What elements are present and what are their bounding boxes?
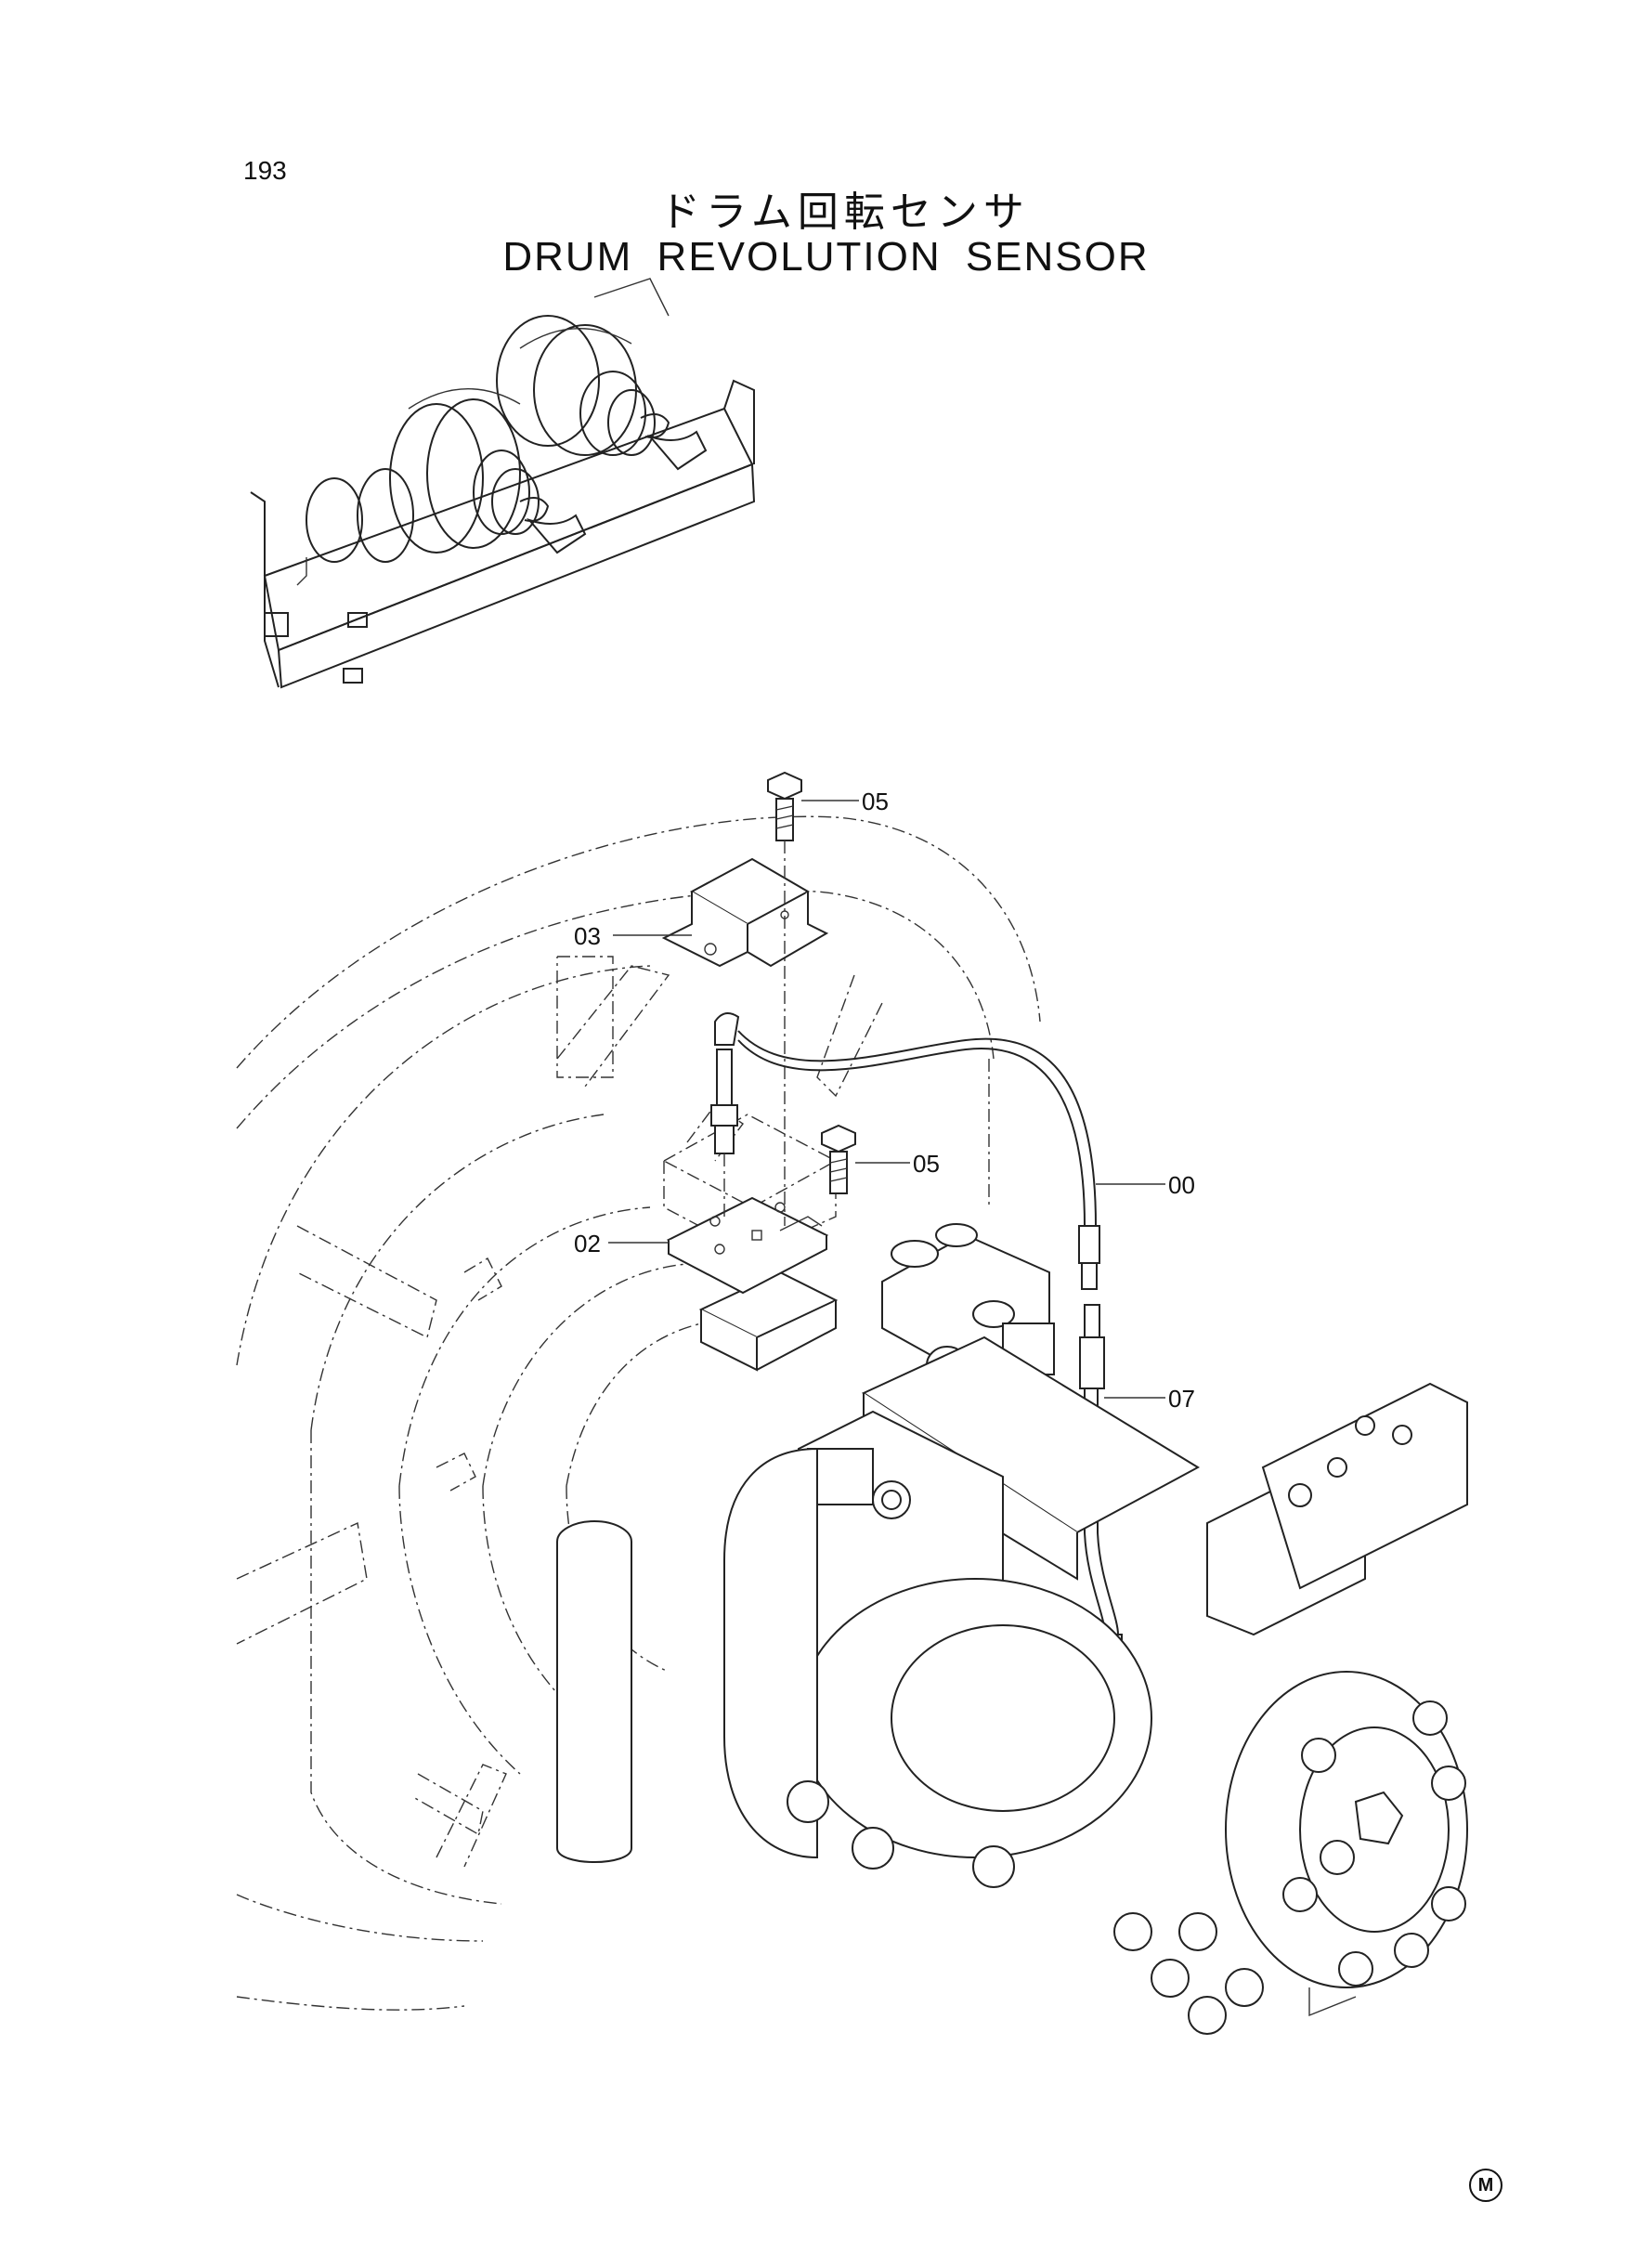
sensor-part [710,1012,1100,1290]
bolt-top-part [767,771,802,1226]
callout-bolt-top: 05 [862,788,889,815]
sensor-mount-block [662,1114,839,1372]
callouts: 05 03 05 00 02 07 [574,788,1195,1413]
callout-sensor-cable: 00 [1168,1171,1195,1199]
callout-plate: 02 [574,1230,601,1257]
bolt-mid-part [821,1124,856,1194]
corner-mark: M [1469,2169,1502,2202]
page-title-english: DRUM REVOLUTION SENSOR [502,234,1150,280]
page-title-japanese: ドラム回転センサ [659,189,1030,236]
page-number: 193 [243,156,287,185]
callout-bracket: 03 [574,922,601,950]
bracket-part [661,857,829,968]
plate-part [666,1196,829,1295]
callout-bolt-mid: 05 [913,1150,940,1178]
overview-thumbnail [250,278,756,689]
motor-assembly [556,1223,1468,2035]
callout-harness: 07 [1168,1385,1195,1413]
